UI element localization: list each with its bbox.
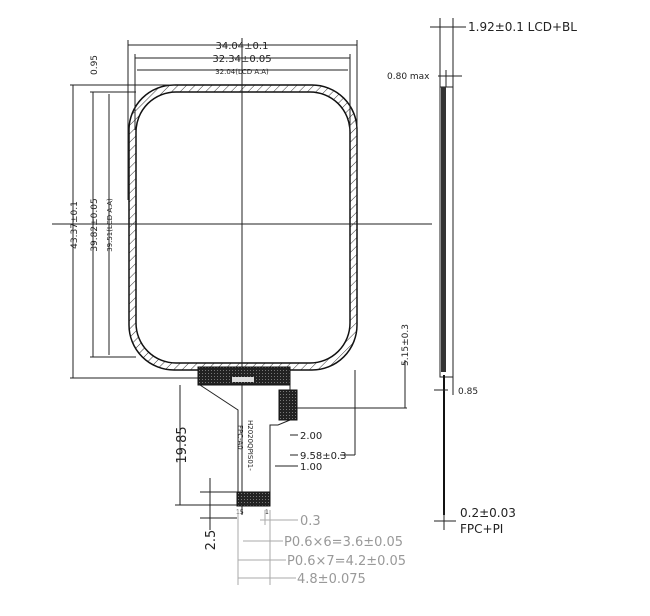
dim-fpc-offset: 5.15±0.3 <box>401 324 411 366</box>
pin-last-label: 1 <box>265 509 269 516</box>
dim-finger-length: 2.5 <box>204 530 219 551</box>
side-view: 1.92±0.1 LCD+BL 0.80 max 0.85 0.2±0.03 F… <box>387 18 577 536</box>
fpc-connector-fingers <box>236 491 271 507</box>
dim-glass-thickness: 0.80 max <box>387 72 430 82</box>
dim-height-aa: 39.51(LCD A.A) <box>106 198 114 252</box>
fpc-marking-2: FPC-A0 <box>236 425 244 450</box>
panel-hatched-border <box>128 84 358 371</box>
dim-finger-width: 0.3 <box>300 514 321 529</box>
pitch-dimensions: 0.3 P0.6×6=3.6±0.05 P0.6×7=4.2±0.05 4.8±… <box>237 510 406 587</box>
dim-step: 0.85 <box>458 387 478 397</box>
fpc-tab <box>278 389 298 421</box>
dim-width-aa: 32.04(LCD A.A) <box>215 68 269 76</box>
dim-width-outline: 34.04±0.1 <box>216 41 269 52</box>
dim-height-glass: 39.82±0.05 <box>90 198 100 251</box>
dim-fpc-tab-gap: 1.00 <box>300 462 322 473</box>
dim-fpc-length: 19.85 <box>175 426 190 463</box>
dim-fpc-tab-position: 9.58±0.3 <box>300 451 347 462</box>
dim-total-thickness: 1.92±0.1 LCD+BL <box>468 20 577 34</box>
fpc: H2020QPIS01- FPC-A0 15 1 <box>197 366 298 516</box>
fpc-bond-area <box>197 366 291 386</box>
height-dimensions: 43.37±0.1 39.82±0.05 39.51(LCD A.A) 0.95 <box>70 55 200 379</box>
dim-top-offset: 0.95 <box>90 55 100 75</box>
width-dimensions: 34.04±0.1 32.34±0.05 32.04(LCD A.A) <box>127 40 358 200</box>
pin-first-label: 15 <box>236 509 244 516</box>
dim-pitch-6: P0.6×6=3.6±0.05 <box>284 535 403 550</box>
panel-front-view <box>52 38 432 515</box>
fpc-marking-1: H2020QPIS01- <box>246 420 254 471</box>
dim-fpc-tab-width: 2.00 <box>300 431 322 442</box>
dim-fpc-thickness: 0.2±0.03 <box>460 506 516 520</box>
dim-height-outline: 43.37±0.1 <box>70 201 80 249</box>
dim-pitch-7: P0.6×7=4.2±0.05 <box>287 554 406 569</box>
dim-width-glass: 32.34±0.05 <box>212 54 271 65</box>
dim-connector-width: 4.8±0.075 <box>297 572 366 587</box>
fpc-dimensions: 19.85 5.15±0.3 2.00 9.58±0.3 1.00 2.5 <box>175 324 411 550</box>
fpc-pi-label: FPC+PI <box>460 522 503 536</box>
